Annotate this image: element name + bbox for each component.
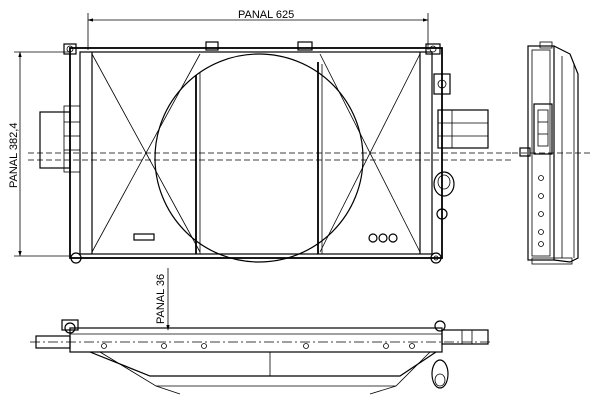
fan-shroud-circle — [154, 53, 364, 263]
width-dimension-label: PANAL 625 — [238, 9, 294, 21]
height-dimension: PANAL 382,4 — [8, 51, 70, 257]
height-dimension-label: PANAL 382,4 — [8, 123, 20, 188]
depth-dimension: PANAL 36 — [155, 268, 170, 331]
width-dimension: PANAL 625 — [87, 9, 429, 50]
radiator-top-view — [30, 319, 490, 395]
depth-dimension-label: PANAL 36 — [155, 274, 167, 324]
radiator-front-view — [28, 41, 512, 264]
radiator-side-view — [512, 41, 590, 265]
